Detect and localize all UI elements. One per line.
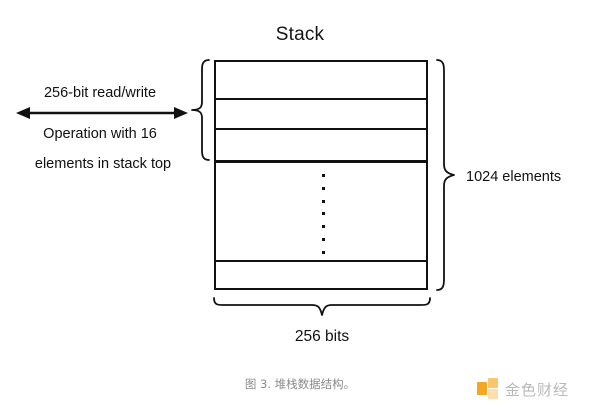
- left-brace-icon: [191, 59, 210, 161]
- operation-label-line-1: Operation with 16: [43, 126, 157, 142]
- capacity-label: 1024 elements: [466, 169, 562, 185]
- vertical-ellipsis-icon: [319, 174, 327, 254]
- jinse-finance-logo-icon: [477, 378, 499, 400]
- diagram-title: Stack: [275, 24, 325, 45]
- operation-label-line-2: elements in stack top: [34, 156, 172, 172]
- watermark: 金色财经: [477, 378, 569, 400]
- width-label: 256 bits: [294, 328, 350, 345]
- stack-row-divider-4: [214, 260, 428, 262]
- bottom-brace-icon: [213, 297, 431, 316]
- right-brace-icon: [436, 59, 455, 291]
- stack-row-divider-3: [214, 160, 428, 163]
- stack-row-divider-2: [214, 128, 428, 130]
- stack-row-divider-1: [214, 98, 428, 100]
- double-arrow-icon: [16, 107, 188, 119]
- watermark-text: 金色财经: [505, 380, 570, 399]
- figure-caption: 图 3. 堆栈数据结构。: [244, 377, 356, 391]
- read-write-label: 256-bit read/write: [43, 85, 157, 101]
